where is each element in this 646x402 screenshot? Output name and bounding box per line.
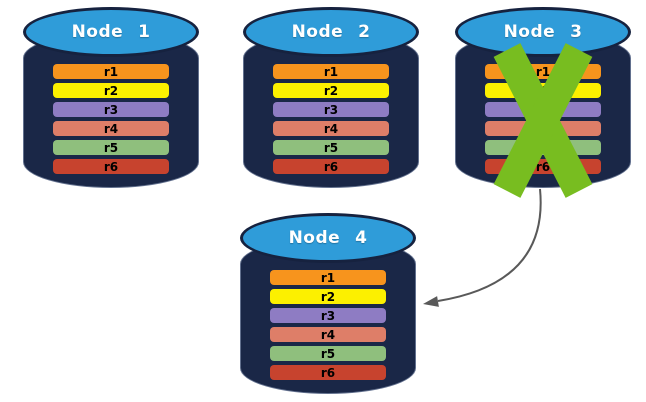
replica-label: r2: [323, 83, 339, 98]
replica-label: r6: [535, 159, 551, 174]
failure-x-icon: [493, 43, 593, 198]
node-4-cylinder-top: Node 4: [240, 213, 416, 263]
replica-label: r1: [535, 64, 551, 79]
replica-bar-r4: r4: [53, 121, 169, 136]
replica-bar-r5: r5: [53, 140, 169, 155]
replica-bar-r5: r5: [273, 140, 389, 155]
node-title: Node 2: [291, 22, 371, 42]
arrowhead-icon: [423, 296, 439, 307]
replica-bar-r2: r2: [270, 289, 386, 304]
replica-label: r6: [323, 159, 339, 174]
replica-label: r5: [103, 140, 119, 155]
replica-bar-r3: r3: [53, 102, 169, 117]
replica-bar-r2: r2: [53, 83, 169, 98]
replica-bar-r1: r1: [273, 64, 389, 79]
replica-bar-r3: r3: [273, 102, 389, 117]
replica-bar-r2: r2: [273, 83, 389, 98]
replica-bar-r4: r4: [270, 327, 386, 342]
node-title: Node 3: [503, 22, 583, 42]
node-title: Node 4: [288, 228, 368, 248]
replica-label: r3: [320, 308, 336, 323]
node-3-cylinder-top: Node 3: [455, 7, 631, 57]
replica-stack: r1 r2 r3 r4 r5 r6: [53, 64, 169, 174]
node-1-cylinder-top: Node 1: [23, 7, 199, 57]
replica-label: r6: [103, 159, 119, 174]
replica-label: r1: [323, 64, 339, 79]
node-1: Node 1 r1 r2 r3 r4 r5 r6: [23, 7, 199, 188]
replica-bar-r1: r1: [270, 270, 386, 285]
node-2-cylinder-top: Node 2: [243, 7, 419, 57]
replica-bar-r5: r5: [270, 346, 386, 361]
node-4: Node 4 r1 r2 r3 r4 r5 r6: [240, 213, 416, 394]
replica-stack: r1 r2 r3 r4 r5 r6: [273, 64, 389, 174]
replica-label: r1: [103, 64, 119, 79]
replica-label: r3: [103, 102, 119, 117]
replica-label: r2: [103, 83, 119, 98]
replica-stack: r1 r2 r3 r4 r5 r6: [270, 270, 386, 380]
replica-label: r2: [320, 289, 336, 304]
replica-label: r4: [103, 121, 119, 136]
replica-bar-r4: r4: [273, 121, 389, 136]
replica-label: r5: [323, 140, 339, 155]
node-2: Node 2 r1 r2 r3 r4 r5 r6: [243, 7, 419, 188]
node-title: Node 1: [71, 22, 151, 42]
replica-label: r3: [323, 102, 339, 117]
replica-bar-r6: r6: [270, 365, 386, 380]
node-3: Node 3 r1 r2 r3 r4 r5 r6: [455, 7, 631, 198]
replica-label: r4: [323, 121, 339, 136]
replica-bar-r3: r3: [270, 308, 386, 323]
replica-label: r5: [320, 346, 336, 361]
replica-bar-r6: r6: [53, 159, 169, 174]
replica-label: r6: [320, 365, 336, 380]
replica-label: r4: [320, 327, 336, 342]
replica-label: r1: [320, 270, 336, 285]
replica-bar-r6: r6: [273, 159, 389, 174]
replica-bar-r1: r1: [53, 64, 169, 79]
